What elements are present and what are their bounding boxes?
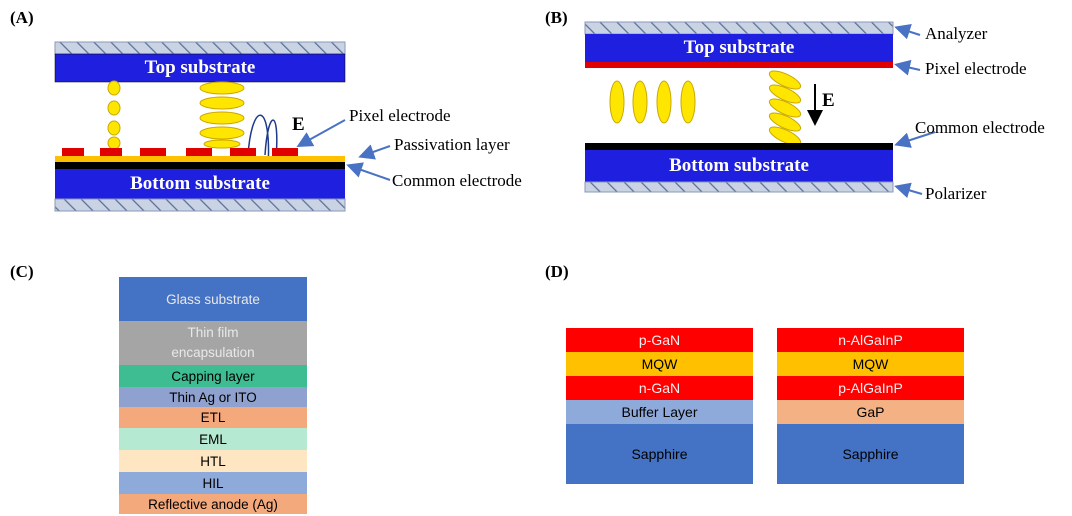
layer-htl: HTL: [119, 450, 307, 472]
layer-etl: ETL: [119, 407, 307, 428]
left-layer-n-gan: n-GaN: [566, 376, 753, 400]
layer-etl-label: ETL: [200, 410, 226, 425]
left-layer-sapphire-label: Sapphire: [631, 446, 688, 462]
right-layer-gap: GaP: [777, 400, 964, 424]
panel-a-drawing: [54, 41, 391, 212]
layer-thin-film-encapsulation: Thin film encapsulation: [119, 321, 307, 365]
common-electrode-b-annotation: Common electrode: [915, 118, 1045, 137]
passivation-layer-annotation: Passivation layer: [394, 135, 510, 154]
panel-d-left-stack: p-GaN MQW n-GaN Buffer Layer Sapphire: [566, 328, 753, 484]
bottom-substrate-a-label: Bottom substrate: [130, 173, 270, 194]
lc-molecules-horizontal: [199, 81, 245, 149]
panel-d-label: (D): [545, 262, 569, 281]
layer-capping-label: Capping layer: [171, 368, 255, 384]
passivation-layer: [55, 156, 345, 162]
field-label-a: E: [292, 114, 305, 135]
left-layer-n-gan-label: n-GaN: [638, 380, 681, 396]
right-layer-n-algainp: n-AlGaInP: [777, 328, 964, 352]
layer-thin-ag-ito: Thin Ag or ITO: [119, 387, 307, 407]
layer-hil: HIL: [119, 472, 307, 494]
right-layer-sapphire: Sapphire: [777, 424, 964, 484]
bottom-polarizer-hatch: [54, 198, 346, 212]
layer-capping: Capping layer: [119, 365, 307, 387]
top-substrate-a-label: Top substrate: [144, 57, 256, 78]
left-layer-p-gan-label: p-GaN: [638, 332, 681, 348]
top-substrate-b-label: Top substrate: [683, 37, 795, 58]
layer-encapsulation-label: encapsulation: [171, 345, 255, 360]
top-polarizer-hatch: [54, 41, 346, 55]
right-layer-p-algainp: p-AlGaInP: [777, 376, 964, 400]
layer-eml-label: EML: [199, 431, 227, 447]
pixel-electrode-b: [585, 62, 893, 68]
layer-reflective-anode: Reflective anode (Ag): [119, 494, 307, 514]
analyzer-hatch: [584, 21, 894, 35]
lc-molecules-b-tilted: [768, 70, 802, 146]
right-layer-sapphire-label: Sapphire: [842, 446, 899, 462]
bottom-substrate-a: [55, 169, 345, 199]
lc-molecules-vertical: [107, 80, 121, 150]
pixel-electrode-b-annotation: Pixel electrode: [925, 59, 1027, 78]
right-layer-mqw: MQW: [777, 352, 964, 376]
common-electrode-a: [55, 162, 345, 169]
common-electrode-b: [585, 143, 893, 150]
panel-b-drawing: [584, 21, 936, 199]
left-layer-p-gan: p-GaN: [566, 328, 753, 352]
analyzer-annotation: Analyzer: [925, 24, 988, 43]
layer-thin-ag-ito-label: Thin Ag or ITO: [169, 389, 257, 405]
common-electrode-a-annotation: Common electrode: [392, 171, 522, 190]
top-substrate-a: [54, 53, 346, 83]
panel-c-label: (C): [10, 262, 34, 281]
panel-d-right-stack: n-AlGaInP MQW p-AlGaInP GaP Sapphire: [777, 328, 964, 484]
layer-eml: EML: [119, 428, 307, 450]
polarizer-hatch: [584, 181, 894, 193]
right-layer-n-algainp-label: n-AlGaInP: [838, 332, 903, 348]
pixel-electrode-a-annotation: Pixel electrode: [349, 106, 451, 125]
panel-b-label: (B): [545, 8, 568, 27]
left-layer-buffer: Buffer Layer: [566, 400, 753, 424]
panel-a-label: (A): [10, 8, 34, 27]
field-lines: [247, 114, 278, 169]
left-layer-sapphire: Sapphire: [566, 424, 753, 484]
lc-molecules-b-vertical: [609, 80, 696, 124]
left-layer-mqw: MQW: [566, 352, 753, 376]
layer-glass-substrate-label: Glass substrate: [166, 291, 260, 307]
left-layer-buffer-label: Buffer Layer: [621, 404, 698, 420]
layer-reflective-anode-label: Reflective anode (Ag): [148, 496, 278, 512]
left-layer-mqw-label: MQW: [641, 356, 678, 372]
right-layer-gap-label: GaP: [856, 404, 885, 420]
top-substrate-b: [585, 34, 893, 62]
field-label-b: E: [822, 90, 835, 111]
right-layer-p-algainp-label: p-AlGaInP: [838, 380, 903, 396]
polarizer-annotation: Polarizer: [925, 184, 987, 203]
layer-htl-label: HTL: [200, 453, 226, 469]
bottom-substrate-b: [585, 150, 893, 182]
layer-thin-film-label: Thin film: [187, 325, 239, 340]
bottom-substrate-b-label: Bottom substrate: [669, 155, 809, 176]
layer-hil-label: HIL: [202, 475, 224, 491]
pixel-electrodes: [62, 148, 298, 156]
right-layer-mqw-label: MQW: [852, 356, 889, 372]
layer-glass-substrate: Glass substrate: [119, 277, 307, 321]
panel-c-stack: Glass substrate Thin film encapsulation …: [119, 277, 307, 514]
